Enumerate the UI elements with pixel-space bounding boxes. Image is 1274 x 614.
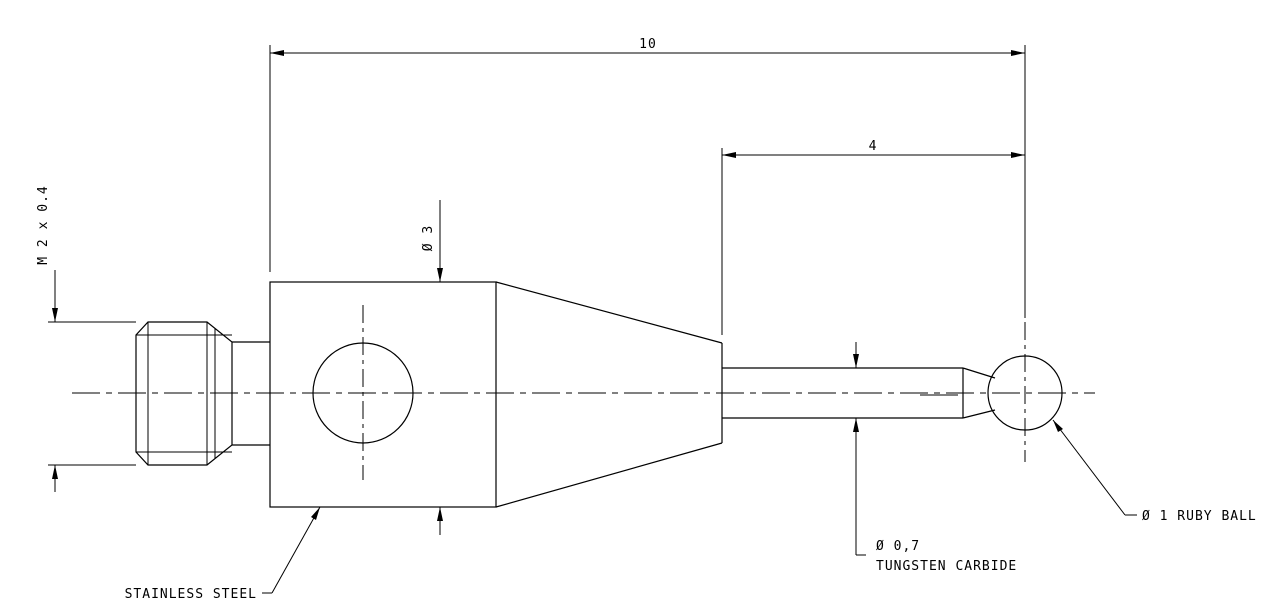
stainless-steel-label: STAINLESS STEEL <box>125 587 257 602</box>
dim-body-diameter: Ø 3 <box>421 200 443 535</box>
taper <box>495 281 723 508</box>
ruby-ball <box>987 322 1063 462</box>
dim-body-diameter-label: Ø 3 <box>421 225 436 251</box>
dim-stem-length-label: 4 <box>869 139 878 154</box>
body <box>269 281 497 508</box>
stem-diameter-label: Ø 0,7 <box>876 539 920 554</box>
stem-material-label: TUNGSTEN CARBIDE <box>876 559 1017 574</box>
callout-ruby-ball: Ø 1 RUBY BALL <box>1052 419 1257 524</box>
dim-overall-length-label: 10 <box>639 37 657 52</box>
dim-overall-length: 10 <box>269 37 1026 318</box>
dim-thread: M 2 x 0.4 <box>36 185 136 492</box>
neck <box>232 341 270 446</box>
callout-stainless-steel: STAINLESS STEEL <box>125 506 321 602</box>
ruby-ball-label: Ø 1 RUBY BALL <box>1142 509 1257 524</box>
thread-section <box>135 321 233 466</box>
dim-stem-length: 4 <box>721 139 1025 335</box>
dim-stem-diameter: Ø 0,7 TUNGSTEN CARBIDE <box>853 342 1017 574</box>
stem <box>722 367 996 419</box>
dim-thread-label: M 2 x 0.4 <box>36 185 51 264</box>
